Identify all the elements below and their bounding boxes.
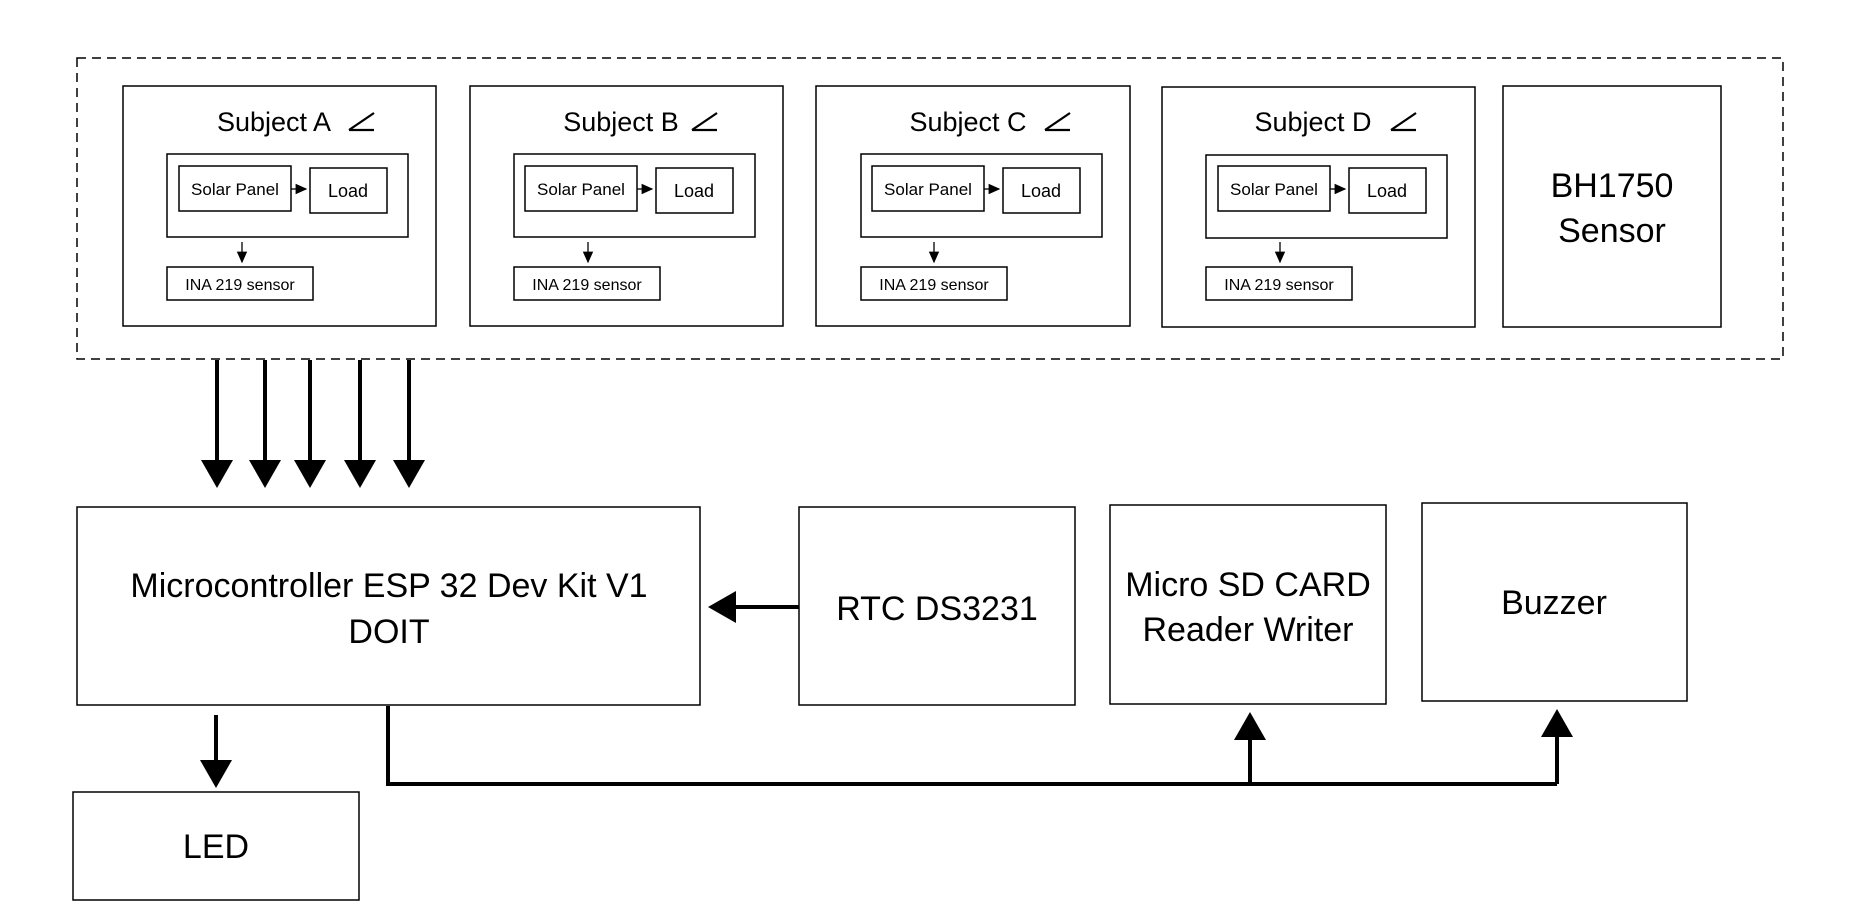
subject-a-load-label: Load [328, 181, 368, 201]
output-bus-line [386, 706, 1557, 786]
bh1750-label-line1: BH1750 [1551, 167, 1674, 205]
led-block: LED [72, 791, 360, 901]
subject-c-title: Subject C [909, 107, 1026, 137]
subject-c-load [1002, 167, 1081, 214]
sd-card-label-line1: Micro SD CARD [1125, 566, 1371, 604]
subject-b-ina219 [513, 266, 661, 301]
subject-b-ina219-label: INA 219 sensor [532, 277, 642, 294]
sensor-group-container [76, 57, 1784, 360]
subject-c-ina219-label: INA 219 sensor [879, 277, 989, 294]
subject-b-block: Subject B Solar Panel Load INA 219 senso… [469, 85, 784, 327]
subject-d-solar-panel-label: Solar Panel [1230, 180, 1318, 199]
buzzer-block: Buzzer [1421, 502, 1688, 702]
subject-b-title: Subject B [563, 107, 679, 137]
subject-a-block: Subject A Solar Panel Load INA 219 senso… [122, 85, 437, 327]
subject-b-load [655, 167, 734, 214]
subject-b-load-label: Load [674, 181, 714, 201]
microcontroller-label-line2: DOIT [348, 613, 429, 651]
subject-d-title: Subject D [1254, 107, 1371, 137]
angle-icon [348, 112, 375, 132]
sd-card-label-line2: Reader Writer [1143, 611, 1354, 649]
bh1750-sensor-block: BH1750 Sensor [1502, 85, 1722, 328]
output-bus [386, 706, 1573, 786]
microcontroller-block: Microcontroller ESP 32 Dev Kit V1 DOIT [76, 506, 701, 706]
subject-d-load-label: Load [1367, 181, 1407, 201]
subject-a-solar-panel-label: Solar Panel [191, 180, 279, 199]
subject-a-load [309, 167, 388, 214]
microcontroller-label-line1: Microcontroller ESP 32 Dev Kit V1 [130, 567, 647, 605]
led-label: LED [183, 828, 249, 866]
angle-icon [1044, 112, 1071, 132]
buzzer-label: Buzzer [1501, 584, 1607, 622]
subject-c-solar-panel-label: Solar Panel [884, 180, 972, 199]
subject-b-panel-group [513, 153, 756, 238]
subject-c-ina219 [860, 266, 1008, 301]
subject-d-ina219 [1205, 266, 1353, 301]
rtc-label: RTC DS3231 [836, 590, 1038, 628]
subject-d-block: Subject D Solar Panel Load INA 219 senso… [1161, 86, 1476, 328]
subject-b-solar-panel-label: Solar Panel [537, 180, 625, 199]
sensor-bus-arrows [201, 360, 425, 488]
rtc-block: RTC DS3231 [798, 506, 1076, 706]
subject-d-panel-group [1205, 154, 1448, 239]
subject-a-title: Subject A [217, 107, 331, 137]
subject-a-panel-group [166, 153, 409, 238]
subject-a-ina219-label: INA 219 sensor [185, 277, 295, 294]
subject-a-ina219 [166, 266, 314, 301]
subject-d-ina219-label: INA 219 sensor [1224, 277, 1334, 294]
subject-c-load-label: Load [1021, 181, 1061, 201]
angle-icon [1390, 112, 1417, 132]
sd-card-block: Micro SD CARD Reader Writer [1109, 504, 1387, 705]
subject-c-block: Subject C Solar Panel Load INA 219 senso… [815, 85, 1131, 327]
subject-c-panel-group [860, 153, 1103, 238]
angle-icon [691, 112, 718, 132]
bh1750-label-line2: Sensor [1558, 212, 1666, 250]
subject-d-load [1348, 167, 1427, 214]
